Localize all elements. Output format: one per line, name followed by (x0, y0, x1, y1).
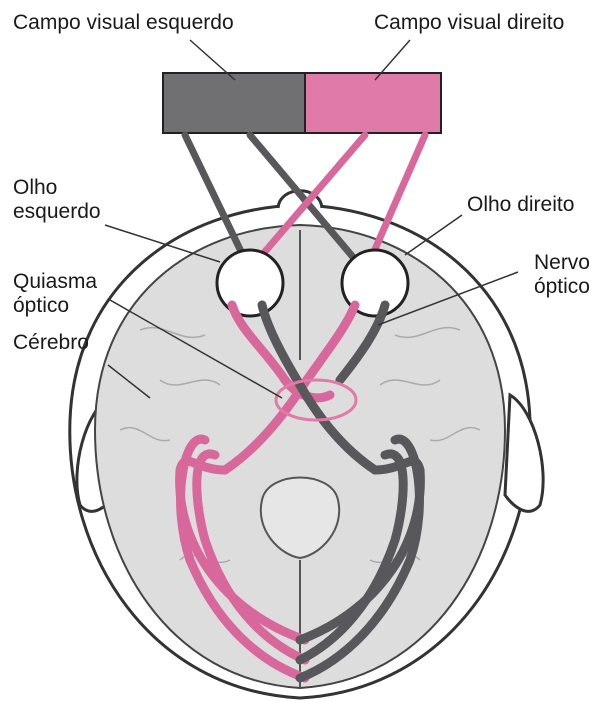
left-eye-label: Olho esquerdo (13, 176, 101, 224)
optic-chiasm-label: Quiasma óptico (13, 270, 97, 318)
left-visual-field (163, 73, 305, 133)
left-eye (217, 250, 283, 316)
right-visual-field-label: Campo visual direito (374, 11, 564, 35)
right-visual-field (305, 73, 441, 133)
left-visual-field-label: Campo visual esquerdo (13, 11, 234, 35)
right-ear (505, 395, 543, 511)
right-eye-label: Olho direito (467, 193, 574, 217)
optic-nerve-label: Nervo óptico (520, 251, 590, 299)
brain-label: Cérebro (13, 331, 89, 355)
